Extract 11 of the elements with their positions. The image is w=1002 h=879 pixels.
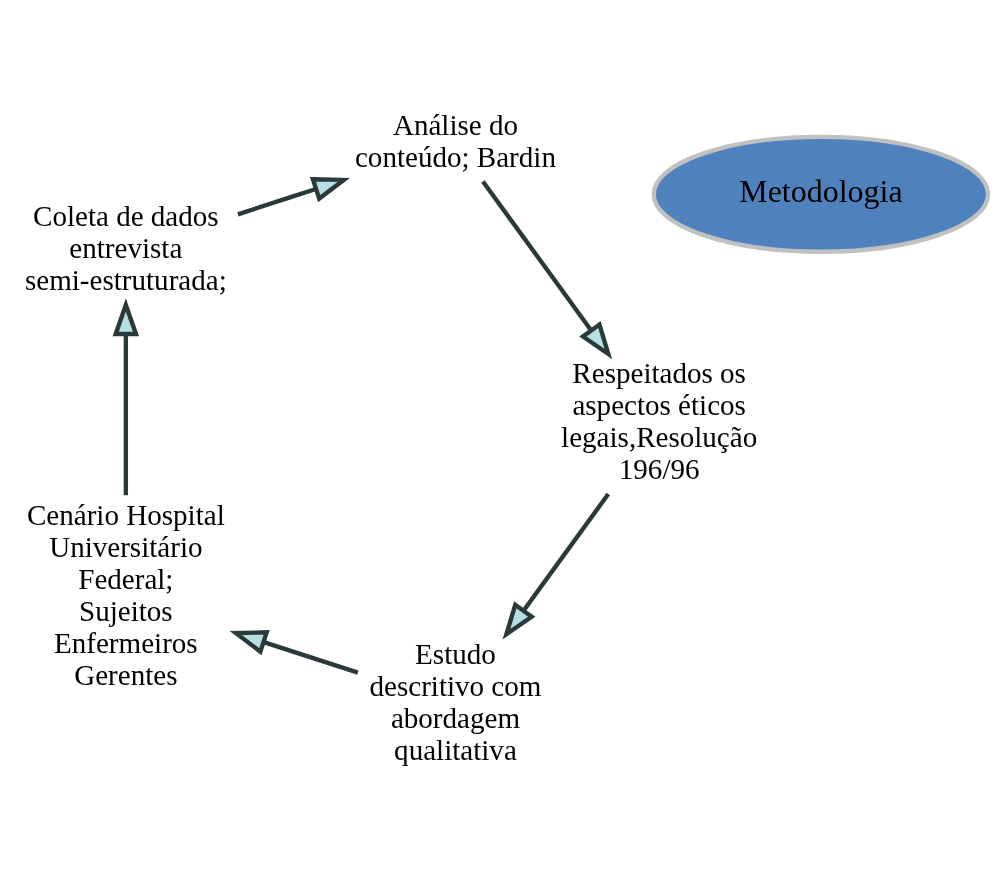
node-text: Estudo descritivo com abordagem qualitativa xyxy=(369,637,542,766)
arrow xyxy=(112,297,140,495)
arrow xyxy=(481,179,613,359)
node-text: Respeitados os aspectos éticos legais,Resolução 196/96 xyxy=(561,356,758,485)
node-text: Análise do conteúdo; Bardin xyxy=(354,108,556,173)
node-text: Coleta de dados entrevista semi-estruturada; xyxy=(24,199,227,296)
arrow xyxy=(229,629,359,675)
node-text: Cenário Hospital Universitário Federal; Sujeitos Enfermeiros Gerentes xyxy=(26,498,225,691)
arrow xyxy=(502,492,611,640)
arrow xyxy=(237,176,350,216)
node-ellipse: Metodologia xyxy=(651,134,991,254)
